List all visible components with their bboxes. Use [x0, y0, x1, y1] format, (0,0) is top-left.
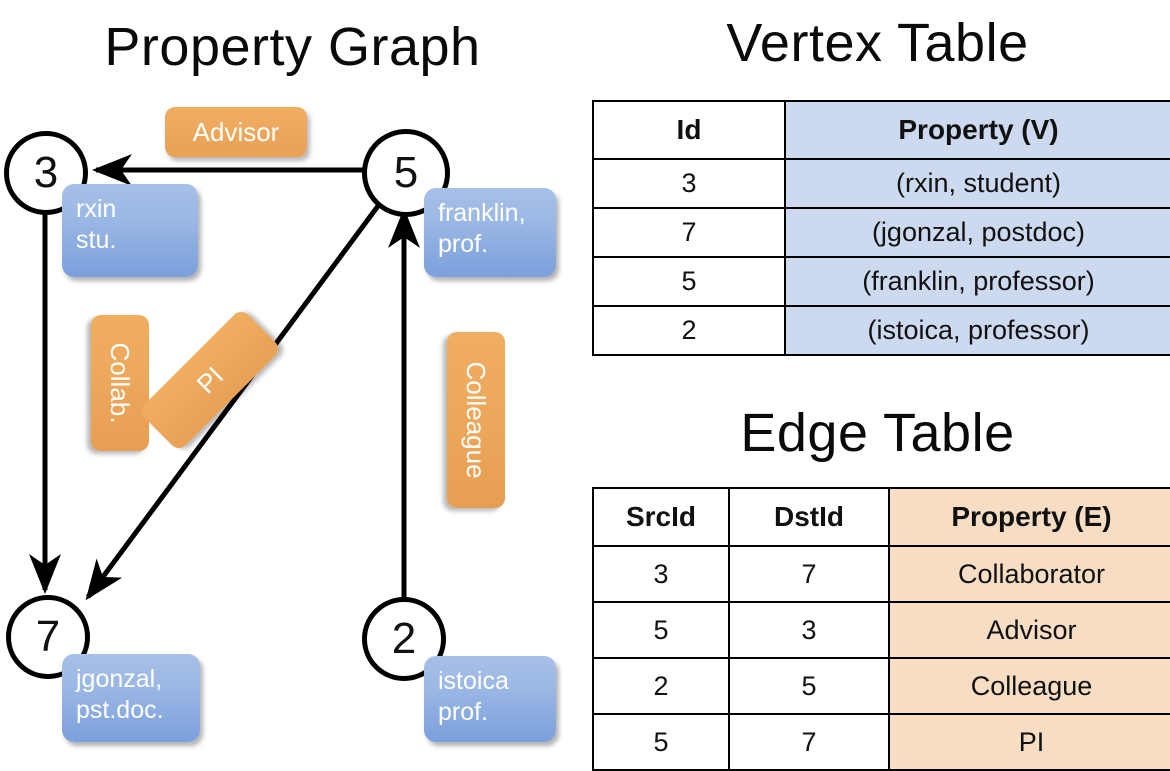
- prop-line-2: prof.: [438, 229, 489, 258]
- table-row[interactable]: 2 (istoica, professor): [592, 305, 1170, 356]
- prop-line-2: prof.: [438, 697, 489, 726]
- column-header-property-v: Property (V): [784, 100, 1170, 160]
- table-header-row: Id Property (V): [592, 100, 1170, 160]
- edge-label-collab[interactable]: Collab.: [91, 315, 149, 451]
- cell-dstid: 7: [728, 545, 890, 603]
- cell-property: (jgonzal, postdoc): [784, 207, 1170, 258]
- page-title-vertex-table: Vertex Table: [726, 13, 1029, 73]
- cell-srcid: 3: [592, 545, 730, 603]
- table-row[interactable]: 5 3 Advisor: [592, 601, 1170, 659]
- edge-table: SrcId DstId Property (E) 3 7 Collaborato…: [592, 487, 1170, 771]
- node-property-box-franklin[interactable]: franklin, prof.: [424, 188, 556, 277]
- prop-line-2: pst.doc.: [76, 695, 164, 724]
- cell-id: 3: [592, 158, 786, 209]
- cell-property: Colleague: [888, 657, 1170, 715]
- cell-property: Collaborator: [888, 545, 1170, 603]
- node-property-box-jgonzal[interactable]: jgonzal, pst.doc.: [62, 654, 200, 742]
- table-row[interactable]: 5 (franklin, professor): [592, 256, 1170, 307]
- cell-property: (franklin, professor): [784, 256, 1170, 307]
- cell-dstid: 5: [728, 657, 890, 715]
- column-header-dstid: DstId: [728, 487, 890, 547]
- edge-label-colleague[interactable]: Colleague: [447, 332, 505, 508]
- node-property-box-istoica[interactable]: istoica prof.: [424, 656, 556, 742]
- prop-line-1: istoica: [438, 667, 509, 695]
- table-header-row: SrcId DstId Property (E): [592, 487, 1170, 547]
- table-row[interactable]: 3 (rxin, student): [592, 158, 1170, 209]
- vertex-table: Id Property (V) 3 (rxin, student) 7 (jgo…: [592, 100, 1170, 356]
- cell-property: (rxin, student): [784, 158, 1170, 209]
- cell-srcid: 5: [592, 713, 730, 771]
- column-header-id: Id: [592, 100, 786, 160]
- graph-node-2[interactable]: 2: [362, 597, 446, 681]
- cell-srcid: 2: [592, 657, 730, 715]
- cell-property: (istoica, professor): [784, 305, 1170, 356]
- cell-id: 5: [592, 256, 786, 307]
- edge-5-to-7: [85, 204, 381, 601]
- cell-id: 2: [592, 305, 786, 356]
- prop-line-1: rxin: [76, 195, 117, 223]
- cell-id: 7: [592, 207, 786, 258]
- cell-dstid: 3: [728, 601, 890, 659]
- page-title-property-graph: Property Graph: [104, 17, 481, 77]
- graph-edges-svg: [29, 154, 420, 601]
- table-row[interactable]: 3 7 Collaborator: [592, 545, 1170, 603]
- table-row[interactable]: 2 5 Colleague: [592, 657, 1170, 715]
- cell-property: PI: [888, 713, 1170, 771]
- cell-dstid: 7: [728, 713, 890, 771]
- prop-line-1: franklin,: [438, 199, 526, 227]
- column-header-srcid: SrcId: [592, 487, 730, 547]
- edge-label-advisor[interactable]: Advisor: [165, 107, 307, 157]
- column-header-property-e: Property (E): [888, 487, 1170, 547]
- property-graph-panel: Property Graph 3 5 7 2 rxin stu. f: [0, 0, 585, 760]
- node-property-box-rxin[interactable]: rxin stu.: [62, 184, 198, 277]
- cell-property: Advisor: [888, 601, 1170, 659]
- prop-line-1: jgonzal,: [76, 665, 163, 693]
- table-row[interactable]: 7 (jgonzal, postdoc): [592, 207, 1170, 258]
- cell-srcid: 5: [592, 601, 730, 659]
- table-row[interactable]: 5 7 PI: [592, 713, 1170, 771]
- page-title-edge-table: Edge Table: [740, 403, 1015, 463]
- prop-line-2: stu.: [76, 225, 117, 254]
